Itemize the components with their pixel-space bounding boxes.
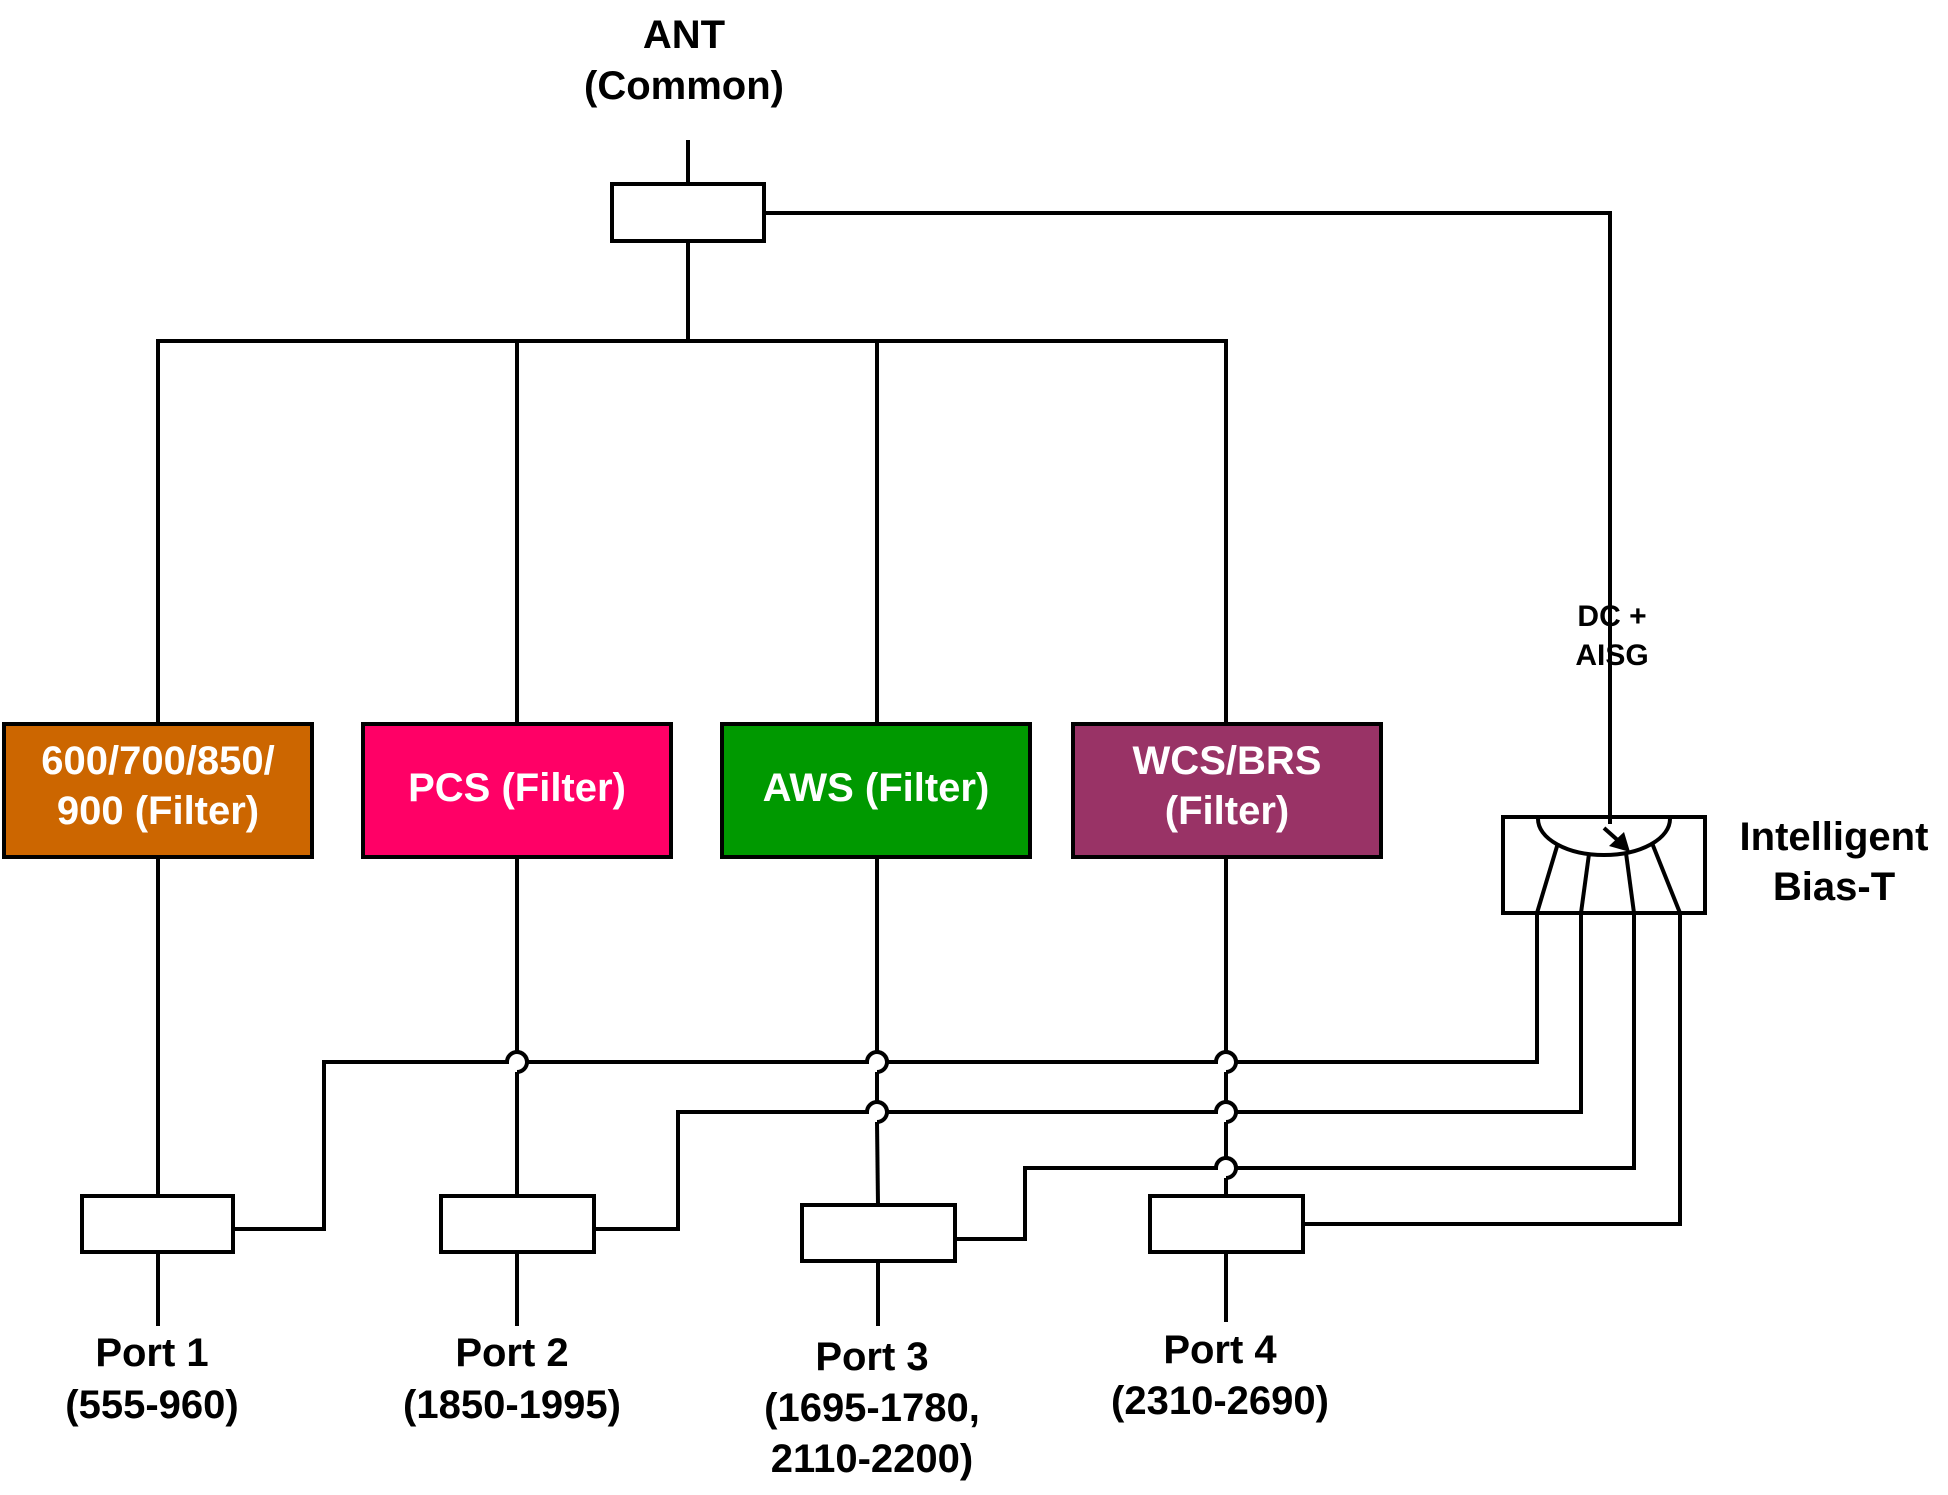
dc-feed-port-1: [233, 913, 1539, 1231]
bias-t-rotary-line-3: [1624, 852, 1636, 914]
antenna-label: ANT: [643, 13, 725, 57]
port-1-coupler: [80, 1194, 235, 1254]
filter-3: AWS (Filter): [720, 722, 1032, 859]
dc-aisg-wire: [764, 211, 1612, 812]
port-4-label: Port 4: [1163, 1328, 1277, 1372]
filter-4-box: [1071, 722, 1383, 859]
bias-t-switch-arc: [1536, 818, 1672, 857]
filter-3-label: AWS (Filter): [763, 766, 990, 810]
filter-3-box: [720, 722, 1032, 859]
bias-t-selector-arrowhead: [1609, 832, 1630, 852]
filter-1: 600/700/850/ 900 (Filter): [2, 722, 314, 859]
common-coupler-box: [610, 182, 766, 243]
filter-2-box: [361, 722, 673, 859]
filter-1-label-line2: 900 (Filter): [57, 789, 259, 833]
port-3-range-line2: 2110-2200): [771, 1437, 973, 1481]
filter-4-label-line2: (Filter): [1165, 789, 1289, 833]
port-4-range: (2310-2690): [1111, 1379, 1329, 1423]
port-2-range: (1850-1995): [403, 1383, 621, 1427]
dc-feed-port-3: [955, 913, 1636, 1241]
intelligent-bias-t: [1501, 812, 1707, 915]
port-4-coupler: [1148, 1194, 1305, 1254]
port-2-coupler: [439, 1194, 596, 1254]
dc-label: DC +: [1577, 600, 1646, 633]
bias-t-label-line1: Intelligent: [1740, 815, 1929, 859]
aisg-label: AISG: [1575, 639, 1648, 672]
bias-t-rotary-line-4: [1650, 842, 1682, 914]
filter-4-label-line1: WCS/BRS: [1133, 739, 1322, 783]
filter-2: PCS (Filter): [361, 722, 673, 859]
filter-1-label-line1: 600/700/850/: [41, 739, 275, 783]
filter-4: WCS/BRS (Filter): [1071, 722, 1383, 859]
antenna-sublabel: (Common): [584, 64, 784, 108]
dc-feed-port-2: [594, 913, 1583, 1231]
port-3-range-line1: (1695-1780,: [764, 1386, 980, 1430]
port-1-label: Port 1: [95, 1331, 208, 1375]
bias-t-box: [1501, 815, 1707, 915]
bias-t-label-line2: Bias-T: [1773, 865, 1895, 909]
dc-feed-port-4: [1303, 913, 1682, 1226]
bias-t-rotary-line-1: [1535, 842, 1560, 914]
filter-2-label: PCS (Filter): [408, 766, 626, 810]
port-3-label: Port 3: [815, 1335, 928, 1379]
port-1-range: (555-960): [65, 1383, 238, 1427]
port-3-coupler: [800, 1203, 957, 1263]
bias-t-rotary-line-2: [1579, 853, 1591, 914]
filter-3-to-port-wire-lower: [875, 1121, 880, 1206]
port-2-label: Port 2: [455, 1331, 568, 1375]
filter-1-box: [2, 722, 314, 859]
